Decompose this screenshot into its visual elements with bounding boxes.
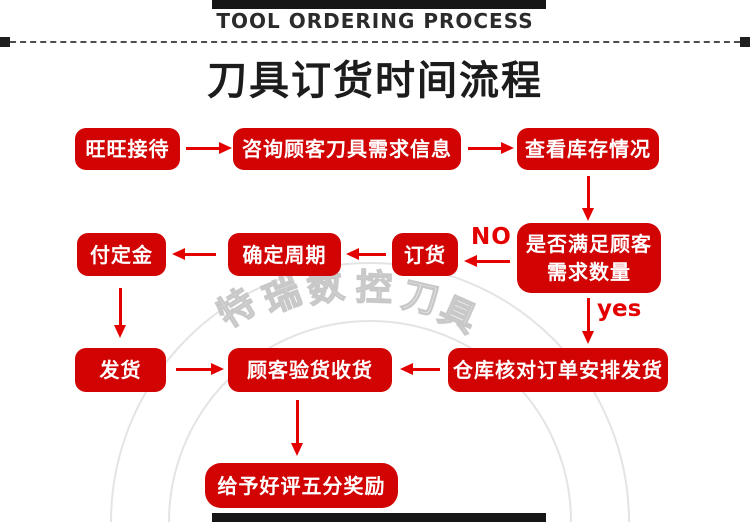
arrow-satisfy-to-order-no — [464, 255, 510, 267]
arrow-order-to-cycle — [346, 248, 386, 260]
node-satisfy-line2: 需求数量 — [547, 260, 631, 284]
top-black-bar — [212, 0, 546, 9]
node-satisfy-line1: 是否满足顾客 — [526, 232, 652, 256]
arrow-cycle-to-deposit — [172, 248, 216, 260]
arrow-deposit-to-ship — [114, 288, 126, 338]
bottom-black-bar — [212, 513, 546, 522]
node-inquiry: 咨询顾客刀具需求信息 — [233, 128, 461, 170]
divider-end-square-left — [0, 37, 10, 47]
divider-end-square-right — [740, 37, 750, 47]
node-ship: 发货 — [75, 348, 166, 392]
node-warehouse: 仓库核对订单安排发货 — [448, 348, 668, 392]
page-title: 刀具订货时间流程 — [207, 58, 543, 104]
watermark-char: 具 — [432, 288, 483, 342]
node-satisfy: 是否满足顾客 需求数量 — [517, 223, 661, 293]
node-order: 订货 — [392, 233, 458, 276]
node-confirm-cycle: 确定周期 — [228, 233, 341, 276]
arrow-satisfy-to-warehouse-yes — [582, 298, 594, 344]
arrow-inspect-to-reward — [291, 400, 303, 456]
arrow-check-stock-to-satisfy — [582, 176, 594, 221]
node-reward: 给予好评五分奖励 — [205, 463, 398, 508]
branch-label-no: NO — [471, 224, 512, 250]
watermark-char: 特 — [210, 281, 264, 336]
branch-label-yes: yes — [597, 296, 642, 322]
dashed-divider — [0, 41, 750, 43]
arrow-reception-to-inquiry — [186, 142, 232, 154]
node-inspect: 顾客验货收货 — [228, 348, 392, 392]
arrow-ship-to-inspect — [176, 363, 224, 375]
node-check-stock: 查看库存情况 — [517, 128, 659, 170]
arrow-inquiry-to-check-stock — [468, 142, 514, 154]
english-title: TOOL ORDERING PROCESS — [216, 9, 534, 33]
arrow-warehouse-to-inspect — [400, 363, 440, 375]
node-reception: 旺旺接待 — [75, 128, 180, 170]
watermark-char: 控 — [355, 267, 394, 311]
node-deposit: 付定金 — [77, 233, 166, 276]
